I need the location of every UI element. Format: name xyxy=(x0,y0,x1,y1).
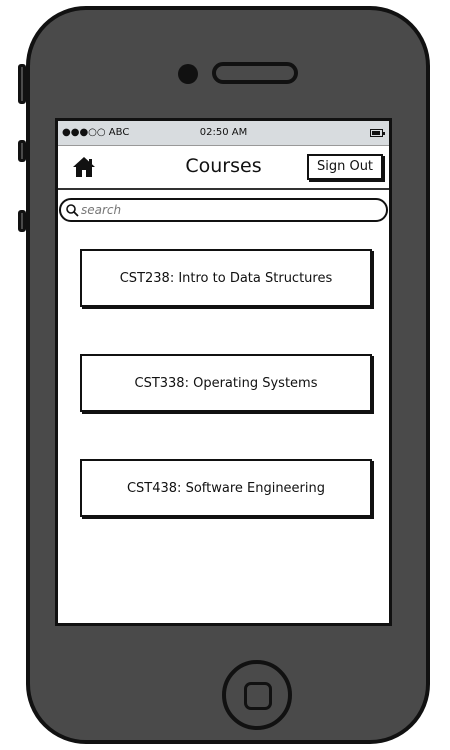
home-icon[interactable] xyxy=(72,156,96,178)
phone-screen: ●●●○○ ABC 02:50 AM Courses Sign Out CST2… xyxy=(55,118,392,626)
course-card-cst338[interactable]: CST338: Operating Systems xyxy=(80,354,372,412)
battery-fill xyxy=(372,131,380,135)
course-label: CST238: Intro to Data Structures xyxy=(119,270,333,286)
search-input[interactable] xyxy=(81,202,371,218)
speaker-grille xyxy=(212,62,298,84)
status-bar: ●●●○○ ABC 02:50 AM xyxy=(58,121,389,146)
course-card-cst238[interactable]: CST238: Intro to Data Structures xyxy=(80,249,372,307)
course-label: CST338: Operating Systems xyxy=(134,375,318,391)
course-label: CST438: Software Engineering xyxy=(126,480,326,496)
camera-dot xyxy=(178,64,198,84)
search-icon xyxy=(66,204,79,217)
search-bar[interactable] xyxy=(59,198,388,222)
course-card-cst438[interactable]: CST438: Software Engineering xyxy=(80,459,372,517)
phone-home-button[interactable] xyxy=(222,660,292,730)
volume-up-button xyxy=(18,140,26,162)
nav-bar: Courses Sign Out xyxy=(58,146,389,190)
battery-icon xyxy=(370,129,385,137)
mute-switch xyxy=(18,64,26,104)
phone-home-button-inner xyxy=(244,682,272,710)
status-time: 02:50 AM xyxy=(199,127,248,138)
page-title: Courses xyxy=(185,155,262,177)
carrier-signal: ●●●○○ ABC xyxy=(62,127,130,138)
sign-out-button[interactable]: Sign Out xyxy=(307,154,383,180)
volume-down-button xyxy=(18,210,26,232)
